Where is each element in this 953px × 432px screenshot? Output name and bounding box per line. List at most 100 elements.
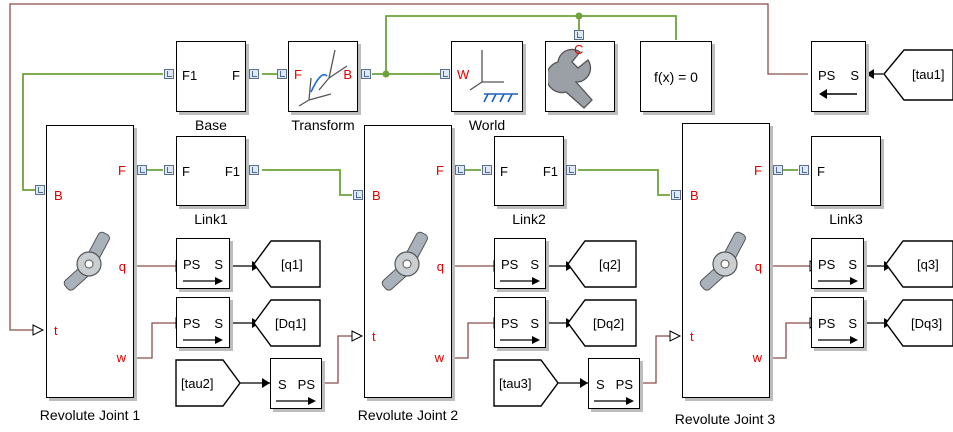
tag-dq3-label: [Dq3]: [911, 316, 943, 331]
goto-tag-q1[interactable]: [q1]: [253, 240, 321, 288]
transform-port-b: B: [343, 67, 352, 82]
link3-port-left: F: [817, 164, 825, 179]
ps-s-converter-q2[interactable]: PS S: [494, 238, 546, 289]
ps-label: PS: [183, 316, 201, 331]
frame-port-icon: [164, 69, 174, 79]
link1-port-left: F: [182, 164, 190, 179]
joint3-port-w: w: [752, 350, 762, 365]
s-label: S: [848, 316, 857, 331]
revolute-joint-3-block[interactable]: B F q t w: [682, 123, 770, 398]
arrow-right-icon: [276, 397, 316, 405]
link2-block[interactable]: F F1: [494, 136, 564, 206]
base-port-right: F: [232, 68, 240, 83]
world-block[interactable]: W: [451, 41, 523, 112]
goto-tag-dq1[interactable]: [Dq1]: [253, 299, 321, 347]
ps-s-converter-dq3[interactable]: PS S: [811, 297, 864, 348]
joint1-port-q: q: [118, 259, 126, 274]
arrow-tau1: [866, 69, 874, 79]
line-tau3-joint3: [640, 335, 670, 384]
transform-block[interactable]: F B: [288, 41, 358, 112]
ps-label: PS: [818, 316, 836, 331]
frame-port-icon: [773, 165, 783, 175]
revolute-joint-icon: [699, 231, 746, 291]
ps-s-converter-dq2[interactable]: PS S: [494, 297, 546, 348]
arrow-t3: [669, 330, 682, 342]
frame-port-icon: [361, 69, 371, 79]
s-label: S: [278, 377, 287, 392]
transform-icon: [298, 49, 348, 107]
goto-tag-dq2[interactable]: [Dq2]: [567, 299, 637, 347]
frame-port-icon: [566, 165, 576, 175]
link1-port-right: F1: [224, 164, 240, 179]
s-label: S: [214, 257, 223, 272]
constraint-block[interactable]: f(x) = 0: [640, 41, 712, 112]
tag-q1-label: [q1]: [281, 257, 303, 272]
junction-dot-top: [575, 12, 583, 20]
joint1-port-f: F: [118, 163, 126, 178]
wrench-icon: [548, 48, 593, 109]
junction-dot: [382, 70, 390, 78]
revolute-joint-2-block[interactable]: B F q t w: [364, 125, 452, 398]
link3-block[interactable]: F: [811, 136, 881, 206]
goto-tag-dq3[interactable]: [Dq3]: [885, 299, 953, 347]
ps-s-converter-q1[interactable]: PS S: [176, 238, 230, 289]
s-label: S: [848, 257, 857, 272]
ps-label: PS: [297, 377, 315, 392]
tag-dq2-label: [Dq2]: [593, 316, 625, 331]
ps-label: PS: [818, 257, 836, 272]
world-caption: World: [468, 117, 506, 133]
ps-label: PS: [183, 257, 201, 272]
base-block[interactable]: F1 F: [176, 41, 246, 112]
joint2-port-f: F: [436, 163, 444, 178]
line-dq2: [452, 322, 494, 359]
joint2-port-w: w: [434, 350, 444, 365]
goto-tag-q3[interactable]: [q3]: [885, 240, 953, 288]
constraint-text: f(x) = 0: [654, 69, 698, 85]
tag-shape: [175, 359, 241, 407]
tag-q2-label: [q2]: [599, 257, 621, 272]
ps-label: PS: [501, 257, 519, 272]
goto-tag-tau1[interactable]: [tau1]: [884, 49, 953, 101]
from-tag-tau2[interactable]: [tau2]: [175, 359, 241, 407]
tag-tau3-label: [tau3]: [499, 376, 532, 391]
arrow-left-icon: [819, 89, 857, 99]
joint2-caption: Revolute Joint 2: [357, 407, 459, 423]
joint1-port-b: B: [54, 188, 63, 203]
arrow-t1: [32, 324, 45, 336]
link1-block[interactable]: F F1: [176, 136, 246, 206]
solver-config-block[interactable]: C: [545, 41, 615, 112]
frame-port-icon: [137, 165, 147, 175]
tag-shape: [253, 299, 321, 347]
s-ps-converter-tau2[interactable]: S PS: [270, 358, 322, 409]
line-link1-joint2: [262, 169, 352, 196]
joint3-port-b: B: [690, 188, 699, 203]
line-to-constraint: [385, 15, 677, 74]
ps-s-converter-block[interactable]: PS S: [811, 41, 866, 112]
ps-label: PS: [615, 377, 633, 392]
s-label: S: [530, 316, 539, 331]
arrow-right-icon: [500, 336, 540, 344]
ps-s-converter-dq1[interactable]: PS S: [176, 297, 230, 348]
arrow-right-icon: [818, 277, 858, 285]
tag-shape: [567, 240, 637, 288]
world-port-w: W: [457, 67, 470, 82]
frame-port-icon: [440, 69, 450, 79]
goto-tag-q2[interactable]: [q2]: [567, 240, 637, 288]
joint2-port-q: q: [436, 259, 444, 274]
tag-shape: [885, 299, 953, 347]
ps-s-converter-q3[interactable]: PS S: [811, 238, 864, 289]
frame-port-icon: [277, 69, 287, 79]
transform-caption: Transform: [291, 117, 355, 133]
frame-port-icon: [164, 165, 174, 175]
world-icon: [469, 50, 518, 103]
ps-label: PS: [818, 68, 836, 83]
arrow-right-icon: [500, 277, 540, 285]
frame-port-icon: [574, 30, 584, 40]
revolute-joint-1-block[interactable]: B F q t w: [46, 125, 134, 398]
joint2-port-b: B: [372, 188, 381, 203]
s-ps-converter-tau3[interactable]: S PS: [588, 358, 640, 409]
base-caption: Base: [195, 117, 227, 133]
s-label: S: [596, 377, 605, 392]
from-tag-tau3[interactable]: [tau3]: [493, 359, 559, 407]
